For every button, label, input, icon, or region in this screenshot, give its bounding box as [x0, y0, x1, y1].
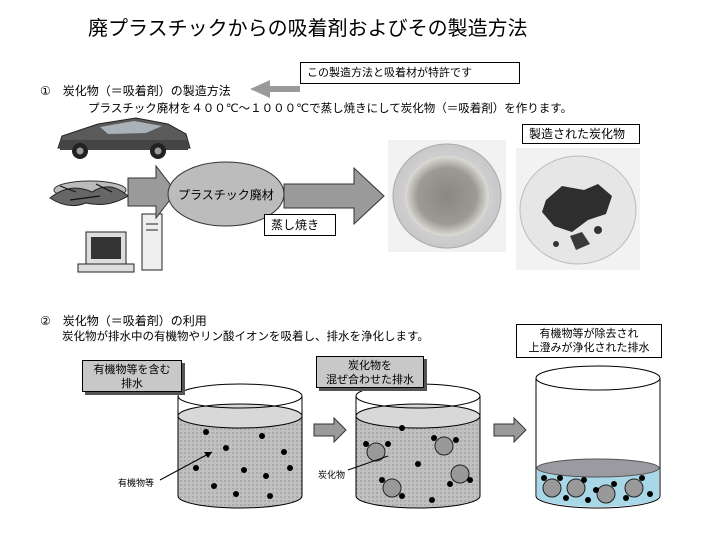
plastic-waste-label: プラスチック廃材	[178, 188, 274, 202]
stage1-label-line2: 排水	[121, 377, 143, 390]
organic-particles-tank1	[193, 429, 293, 499]
carbide-chunks-photo	[516, 148, 640, 270]
tank-arrow-1	[313, 416, 347, 444]
stage3-label: 有機物等が除去され 上澄みが浄化された排水	[516, 324, 662, 358]
organic-pointer-line	[159, 451, 213, 481]
carbide-powder-photo	[388, 140, 506, 252]
stage2-label: 炭化物を 混ぜ合わせた排水	[316, 356, 424, 388]
section2-description: 炭化物が排水中の有機物やリン酸イオンを吸着し、排水を浄化します。	[62, 329, 429, 343]
page-title: 廃プラスチックからの吸着剤およびその製造方法	[88, 16, 528, 40]
carbide-label: 炭化物	[318, 471, 346, 481]
plastic-waste-image	[49, 180, 129, 207]
stage3-label-line1: 有機物等が除去され	[539, 327, 639, 340]
organic-label: 有機物等	[118, 479, 155, 489]
process-label: 蒸し焼き	[264, 214, 336, 236]
organic-pointer-head	[204, 452, 212, 458]
stage2-label-line2: 混ぜ合わせた排水	[326, 373, 414, 386]
product-label: 製造された炭化物	[522, 124, 640, 144]
stage3-label-line2: 上澄みが浄化された排水	[528, 341, 650, 354]
patent-arrow	[250, 80, 300, 98]
patent-note: この製造方法と吸着材が特許です	[300, 62, 520, 84]
carbonization-arrow	[283, 166, 385, 226]
settled-carbide-tank3	[541, 475, 653, 504]
carbide-particles-tank2	[363, 425, 473, 503]
stage2-label-line1: 炭化物を	[348, 359, 392, 372]
carbide-pointer-line	[347, 455, 389, 471]
input-arrow	[127, 164, 177, 220]
section2-heading: ② 炭化物（＝吸着剤）の利用	[40, 314, 207, 328]
tank-arrow-2	[493, 416, 527, 444]
section1-description: プラスチック廃材を４００℃～１０００℃で蒸し焼きにして炭化物（＝吸着剤）を作りま…	[88, 101, 573, 115]
stage1-label: 有機物等を含む 排水	[82, 360, 182, 392]
tank-raw-wastewater	[177, 383, 303, 509]
section1-heading: ① 炭化物（＝吸着剤）の製造方法	[40, 84, 231, 98]
computer-image	[77, 213, 163, 273]
car-image	[57, 117, 191, 159]
stage1-label-line1: 有機物等を含む	[93, 363, 171, 376]
